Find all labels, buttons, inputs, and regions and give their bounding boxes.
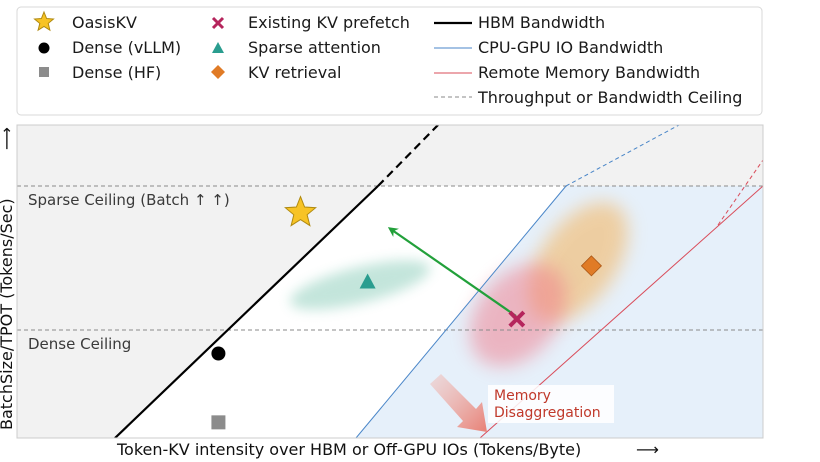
hbm-bound-region: [17, 330, 226, 438]
legend-item-kv-retrieval: KV retrieval: [211, 63, 341, 82]
x-marker-icon: [211, 16, 225, 30]
legend-item-cpu-gpu-io-bandwidth: CPU-GPU IO Bandwidth: [434, 38, 663, 57]
sparse-attention-cluster: [290, 260, 430, 310]
legend-item-dense-hf: Dense (HF): [39, 63, 161, 82]
sparse-ceiling-label: Sparse Ceiling (Batch ↑ ↑): [28, 191, 230, 209]
legend-label: Remote Memory Bandwidth: [478, 63, 700, 82]
improvement-arrow: [387, 227, 517, 317]
legend-label: Throughput or Bandwidth Ceiling: [477, 88, 742, 107]
plot-frame: [16, 124, 764, 439]
sparse-ceiling-band: [17, 125, 763, 186]
legend-item-dense-vllm: Dense (vLLM): [38, 38, 181, 57]
legend-label: OasisKV: [72, 13, 137, 32]
cpu-gpu-io-extension: [565, 125, 680, 187]
hbm-bandwidth-line: [114, 185, 379, 438]
legend-item-remote-memory-bandwidth: Remote Memory Bandwidth: [434, 63, 700, 82]
hbm-bandwidth-extension: [377, 125, 439, 187]
x-axis-arrow: ⟶: [636, 440, 659, 459]
legend-item-hbm-bandwidth: HBM Bandwidth: [434, 13, 605, 32]
legend-label: Sparse attention: [248, 38, 381, 57]
square-marker-icon: [39, 67, 49, 77]
annotation-background: [488, 385, 614, 423]
legend-label: Dense (vLLM): [72, 38, 181, 57]
kv-prefetch-cluster: [469, 263, 567, 367]
dense-hf-point: [211, 415, 226, 430]
legend-label: Existing KV prefetch: [248, 13, 410, 32]
y-axis-arrow: ⟶: [0, 127, 16, 150]
legend-item-oasiskv: OasisKV: [33, 10, 137, 32]
legend-frame: [16, 6, 763, 116]
legend-label: Dense (HF): [72, 63, 161, 82]
y-axis-label-group: BatchSize/TPOT (Tokens/Sec) ⟶: [0, 127, 16, 430]
legend-label: KV retrieval: [248, 63, 341, 82]
annotation-line-1: Memory: [494, 388, 551, 404]
triangle-marker-icon: [212, 42, 224, 53]
dense-ceiling-label: Dense Ceiling: [28, 335, 131, 353]
legend-label: CPU-GPU IO Bandwidth: [478, 38, 663, 57]
diamond-marker-icon: [211, 65, 225, 79]
legend-item-throughput-ceiling: Throughput or Bandwidth Ceiling: [434, 88, 742, 107]
y-axis-label: BatchSize/TPOT (Tokens/Sec): [0, 198, 16, 430]
dense-ceiling-region: [17, 186, 378, 330]
dense-vllm-point: [211, 346, 226, 361]
cpu-gpu-io-line: [355, 185, 567, 438]
x-axis-label: Token-KV intensity over HBM or Off-GPU I…: [116, 440, 581, 459]
data-markers: [211, 195, 602, 430]
sparse-attention-point: [359, 273, 376, 289]
legend-item-sparse-attention: Sparse attention: [212, 38, 381, 57]
kv-retrieval-point: [580, 255, 602, 277]
circle-marker-icon: [38, 42, 50, 54]
legend-item-existing-kv-prefetch: Existing KV prefetch: [211, 13, 410, 32]
memory-disaggregation-arrow: [430, 374, 487, 432]
remote-memory-extension: [717, 159, 763, 226]
star-marker-icon: [33, 10, 55, 32]
legend-label: HBM Bandwidth: [478, 13, 605, 32]
plot-area: [17, 125, 763, 438]
oasiskv-point: [284, 195, 317, 227]
annotation-line-2: Disaggregation: [494, 405, 601, 421]
existing-kv-prefetch-point: [508, 310, 526, 328]
